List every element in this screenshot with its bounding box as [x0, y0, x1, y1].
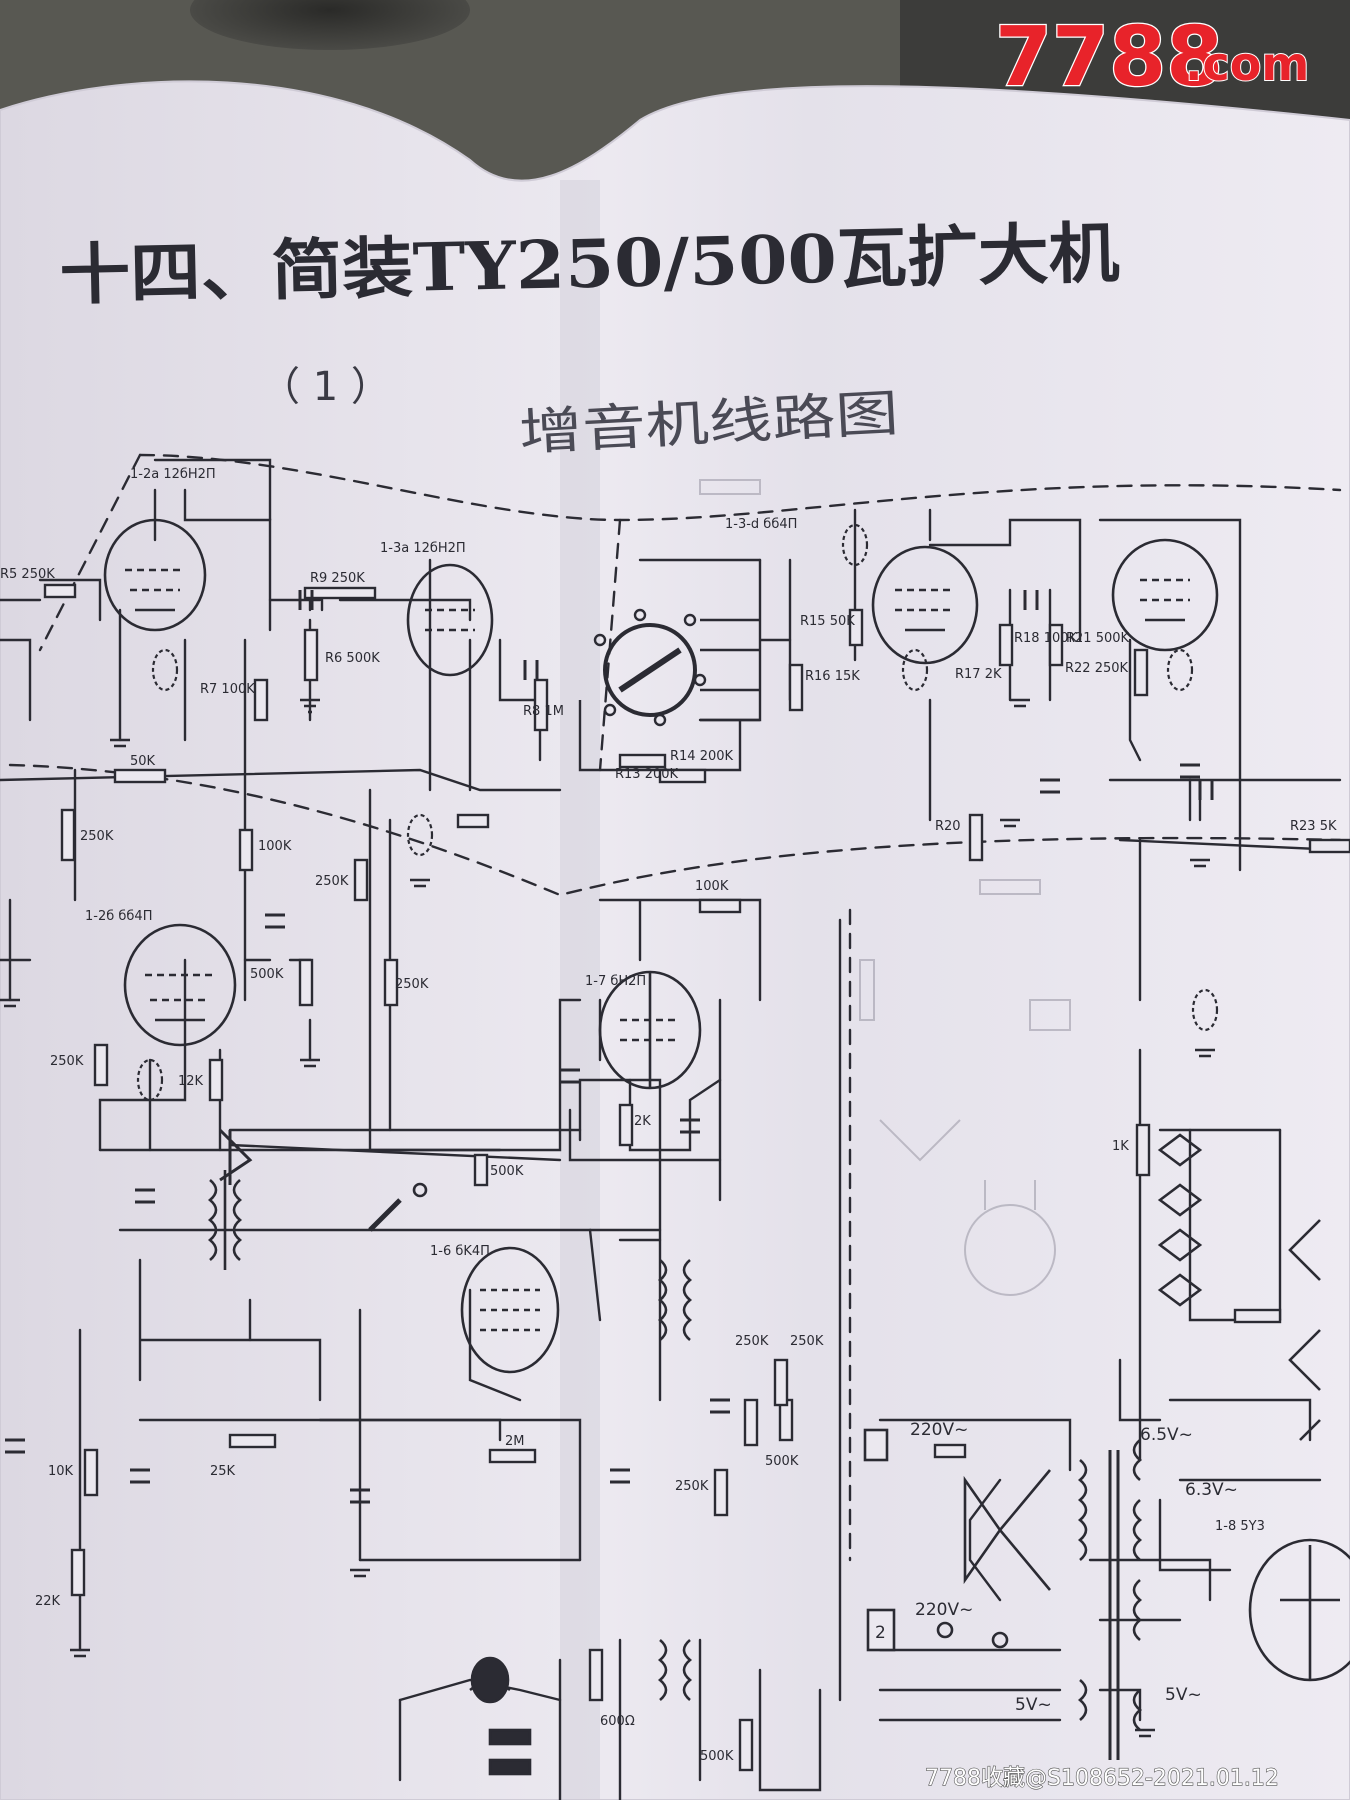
fuse-icon — [863, 1428, 889, 1462]
misc-symbols — [218, 1128, 1321, 1776]
component-label: R14 200K — [670, 749, 734, 764]
component-label: R6 500K — [325, 651, 380, 666]
rectifier-label-left: 5V~ — [1015, 1695, 1052, 1715]
tube-v8-rectifier-icon — [1248, 1538, 1350, 1682]
power-transformer-icon — [1077, 1439, 1143, 1760]
tube-v2a-icon — [103, 518, 207, 632]
component-label: R9 250K — [310, 571, 365, 586]
electrolytic-capacitors — [136, 523, 1219, 1102]
bottom-coils-icon — [657, 1639, 693, 1701]
resistors — [43, 583, 1350, 1772]
power-labels: 220V~ 220V~ 6.5V~ 6.3V~ 5V~ 5V~ 2 — [875, 1420, 1238, 1715]
bottom-knob-icon — [470, 1656, 510, 1704]
component-labels: R5 250K R6 500K R7 100K R8 1M R9 250K 50… — [0, 567, 1337, 1764]
component-label: 600Ω — [600, 1714, 635, 1729]
tube-label: 1-2б бб4П — [85, 909, 152, 924]
component-label: 250K — [675, 1479, 709, 1494]
component-label: R17 2K — [955, 667, 1002, 682]
speaker-icon — [963, 1469, 1051, 1591]
component-label: 250K — [735, 1334, 769, 1349]
component-label: 2K — [634, 1114, 651, 1129]
component-label: 250K — [80, 829, 114, 844]
brand-number: 7788 — [995, 10, 1223, 105]
component-label: 250K — [395, 977, 429, 992]
tube-label: 1-7 бH2П — [585, 974, 646, 989]
output-transformer-icon — [657, 1259, 693, 1341]
heater-label-a: 6.5V~ — [1140, 1425, 1193, 1445]
transformers — [207, 1170, 1143, 1760]
mains-output-label: 220V~ — [915, 1600, 973, 1620]
component-label: 500K — [250, 967, 284, 982]
tube-v7-icon — [598, 970, 702, 1090]
vacuum-tubes — [103, 518, 1350, 1682]
interstage-transformer-icon — [207, 1170, 243, 1270]
component-label: 500K — [765, 1454, 799, 1469]
fuse-box-label: 2 — [875, 1623, 886, 1643]
component-label: 22K — [35, 1594, 61, 1609]
component-label: R22 250K — [1065, 661, 1129, 676]
tube-label: 1-8 5Y3 — [1215, 1519, 1265, 1534]
component-label: R15 50K — [800, 614, 855, 629]
heater-label-b: 6.3V~ — [1185, 1480, 1238, 1500]
bleed-through-ghost — [699, 479, 1071, 1296]
input-jack-icon — [218, 1128, 253, 1185]
component-label: R21 500K — [1066, 631, 1130, 646]
tube-labels: 1-2a 12бH2П 1-3a 12бH2П 1-2б бб4П 1-3-d … — [85, 467, 1265, 1534]
component-label: 50K — [130, 754, 156, 769]
component-label: R23 5K — [1290, 819, 1337, 834]
component-label: 12K — [178, 1074, 204, 1089]
dark-object — [190, 0, 470, 50]
switch-contacts-icon — [1288, 1219, 1321, 1441]
component-label: R20 — [935, 819, 961, 834]
tone-control-icon — [1157, 1133, 1203, 1307]
tube-label: 1-3-d бб4П — [725, 517, 797, 532]
component-label: R13 200K — [615, 767, 679, 782]
paper-sheet — [0, 80, 1350, 1800]
tube-v3d-icon — [871, 545, 979, 665]
component-label: 250K — [315, 874, 349, 889]
component-label: 250K — [790, 1334, 824, 1349]
ground-symbols — [0, 698, 1215, 1738]
component-label: 100K — [695, 879, 729, 894]
component-label: 2M — [505, 1434, 525, 1449]
component-label: 500K — [490, 1164, 524, 1179]
component-label: 250K — [50, 1054, 84, 1069]
mains-input-label: 220V~ — [910, 1420, 968, 1440]
component-label: 1K — [1112, 1139, 1129, 1154]
brand-watermark: 7788 .com — [994, 9, 1311, 107]
tube-v3a-icon — [406, 563, 494, 677]
component-label: R18 100K — [1014, 631, 1078, 646]
component-label: R7 100K — [200, 682, 255, 697]
rectifier-label-right: 5V~ — [1165, 1685, 1202, 1705]
tube-label: 1-6 бK4П — [430, 1244, 490, 1259]
tube-label: 1-3a 12бH2П — [380, 541, 466, 556]
capacitors — [5, 590, 1214, 1504]
section-number: （ 1 ） — [260, 364, 391, 410]
component-label: R16 15K — [805, 669, 860, 684]
component-label: 10K — [48, 1464, 74, 1479]
tube-v4-icon — [1111, 538, 1219, 652]
component-label: 500K — [700, 1749, 734, 1764]
switch-lever-icon — [368, 1198, 402, 1232]
fuse-box-icon — [866, 1608, 896, 1652]
component-label: 100K — [258, 839, 292, 854]
component-label: 25K — [210, 1464, 236, 1479]
brand-suffix: .com — [1185, 37, 1309, 91]
component-label: R8 1M — [523, 704, 564, 719]
component-label: R5 250K — [0, 567, 55, 582]
tube-label: 1-2a 12бH2П — [130, 467, 216, 482]
tube-v2b-icon — [123, 923, 237, 1047]
footer-watermark: 7788收藏@S108652-2021.01.12 — [925, 1766, 1279, 1791]
tube-v6-icon — [460, 1246, 560, 1374]
